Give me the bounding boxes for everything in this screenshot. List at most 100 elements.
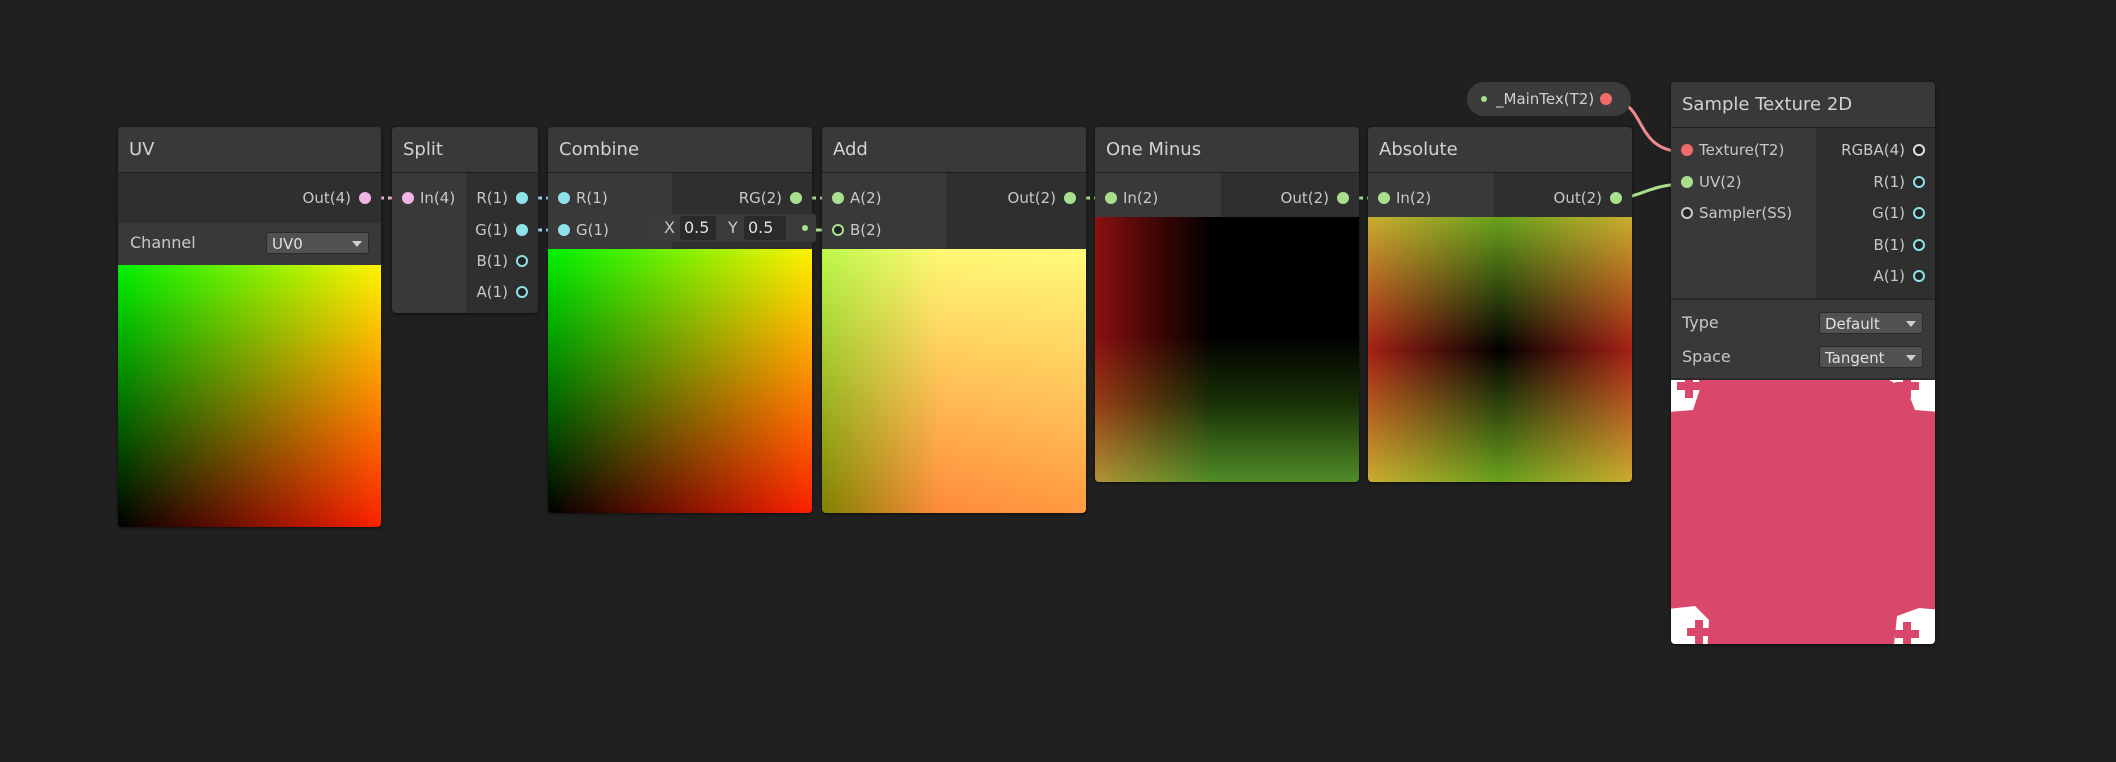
combine-node[interactable]: Combine R(1) G(1) RG(2) bbox=[548, 127, 812, 513]
port-dot-icon bbox=[359, 192, 371, 204]
one-minus-out-port[interactable]: Out(2) bbox=[1239, 186, 1349, 210]
b-output-label: B(1) bbox=[1873, 236, 1905, 254]
type-dropdown[interactable]: Default bbox=[1819, 312, 1923, 334]
add-node[interactable]: Add A(2) B(2) Out(2) bbox=[822, 127, 1086, 513]
absolute-preview bbox=[1368, 217, 1632, 482]
y-axis-label: Y bbox=[728, 218, 738, 237]
one-minus-outputs: Out(2) bbox=[1221, 173, 1359, 217]
split-out-r-label: R(1) bbox=[476, 189, 508, 207]
add-preview bbox=[822, 249, 1086, 513]
port-dot-icon bbox=[558, 192, 570, 204]
sample-texture-node-title: Sample Texture 2D bbox=[1671, 82, 1935, 128]
port-dot-icon bbox=[1105, 192, 1117, 204]
absolute-node[interactable]: Absolute In(2) Out(2) bbox=[1368, 127, 1632, 482]
sample-texture-2d-node[interactable]: Sample Texture 2D Texture(T2) UV(2) Samp… bbox=[1671, 82, 1935, 644]
texture-input-label: Texture(T2) bbox=[1699, 141, 1785, 159]
uv-input-port[interactable]: UV(2) bbox=[1681, 170, 1811, 194]
g-output-port[interactable]: G(1) bbox=[1825, 201, 1925, 225]
caret-down-icon bbox=[1906, 355, 1916, 361]
combine-in-r-port[interactable]: R(1) bbox=[558, 186, 658, 210]
port-dot-icon bbox=[790, 192, 802, 204]
port-dot-icon bbox=[1913, 270, 1925, 282]
port-dot-icon bbox=[516, 286, 528, 298]
split-out-r-port[interactable]: R(1) bbox=[468, 186, 528, 210]
rgba-output-port[interactable]: RGBA(4) bbox=[1825, 138, 1925, 162]
maintex-property-node[interactable]: _MainTex(T2) bbox=[1467, 82, 1631, 116]
uv-out-port[interactable]: Out(4) bbox=[251, 186, 371, 210]
split-out-g-port[interactable]: G(1) bbox=[468, 218, 528, 242]
r-output-port[interactable]: R(1) bbox=[1825, 170, 1925, 194]
split-in-port[interactable]: In(4) bbox=[402, 186, 464, 210]
split-out-a-port[interactable]: A(1) bbox=[468, 280, 528, 304]
port-dot-icon bbox=[1913, 144, 1925, 156]
port-dot-icon bbox=[402, 192, 414, 204]
add-node-title: Add bbox=[822, 127, 1086, 173]
port-dot-icon bbox=[516, 192, 528, 204]
texture-input-port[interactable]: Texture(T2) bbox=[1681, 138, 1811, 162]
port-dot-icon bbox=[516, 255, 528, 267]
uv-node[interactable]: UV Out(4) Channel UV0 bbox=[118, 127, 381, 527]
port-dot-icon bbox=[1681, 176, 1693, 188]
channel-label: Channel bbox=[130, 233, 196, 252]
split-out-g-label: G(1) bbox=[475, 221, 508, 239]
b-output-port[interactable]: B(1) bbox=[1825, 233, 1925, 257]
y-value-field[interactable]: 0.5 bbox=[744, 216, 786, 240]
uv-out-label: Out(4) bbox=[302, 189, 351, 207]
combine-in-g-port[interactable]: G(1) bbox=[558, 218, 658, 242]
absolute-outputs: Out(2) bbox=[1494, 173, 1632, 217]
port-dot-icon bbox=[1337, 192, 1349, 204]
sampler-input-port[interactable]: Sampler(SS) bbox=[1681, 201, 1811, 225]
space-dropdown[interactable]: Tangent bbox=[1819, 346, 1923, 368]
split-outputs: R(1) G(1) B(1) A(1) bbox=[466, 173, 538, 313]
split-out-b-label: B(1) bbox=[476, 252, 508, 270]
sampler-input-label: Sampler(SS) bbox=[1699, 204, 1793, 222]
caret-down-icon bbox=[1906, 321, 1916, 327]
space-label: Space bbox=[1682, 347, 1731, 366]
combine-preview bbox=[548, 249, 812, 513]
texture-pattern bbox=[1671, 380, 1935, 644]
uv-outputs: Out(4) bbox=[118, 173, 381, 223]
port-dot-icon bbox=[1681, 207, 1693, 219]
port-dot-icon bbox=[832, 192, 844, 204]
a-output-port[interactable]: A(1) bbox=[1825, 264, 1925, 288]
split-out-b-port[interactable]: B(1) bbox=[468, 249, 528, 273]
split-inputs: In(4) bbox=[392, 173, 466, 313]
absolute-in-port[interactable]: In(2) bbox=[1378, 186, 1478, 210]
add-in-a-port[interactable]: A(2) bbox=[832, 186, 932, 210]
add-in-a-label: A(2) bbox=[850, 189, 882, 207]
sample-texture-outputs: RGBA(4) R(1) G(1) B(1) A(1) bbox=[1816, 128, 1935, 298]
one-minus-in-port[interactable]: In(2) bbox=[1105, 186, 1205, 210]
port-dot-icon[interactable] bbox=[1600, 93, 1612, 105]
add-inputs: A(2) B(2) bbox=[822, 173, 946, 249]
port-dot-icon bbox=[1481, 96, 1487, 102]
combine-node-title: Combine bbox=[548, 127, 812, 173]
combine-out-port[interactable]: RG(2) bbox=[692, 186, 802, 210]
x-value-field[interactable]: 0.5 bbox=[680, 216, 716, 240]
type-value: Default bbox=[1825, 315, 1880, 333]
split-out-a-label: A(1) bbox=[476, 283, 508, 301]
port-dot-icon bbox=[1913, 239, 1925, 251]
add-out-label: Out(2) bbox=[1007, 189, 1056, 207]
uv-settings: Channel UV0 bbox=[118, 223, 381, 265]
combine-inputs: R(1) G(1) bbox=[548, 173, 672, 249]
add-out-port[interactable]: Out(2) bbox=[966, 186, 1076, 210]
caret-down-icon bbox=[352, 241, 362, 247]
split-node-title: Split bbox=[392, 127, 538, 173]
absolute-inputs: In(2) bbox=[1368, 173, 1494, 217]
absolute-out-port[interactable]: Out(2) bbox=[1512, 186, 1622, 210]
texture-preview bbox=[1671, 380, 1935, 644]
port-dot-icon bbox=[832, 224, 844, 236]
plus-sticker-icon bbox=[1889, 380, 1935, 412]
port-dot-icon bbox=[802, 225, 808, 231]
split-node[interactable]: Split In(4) R(1) G(1) B(1) A(1) bbox=[392, 127, 538, 313]
uv-input-label: UV(2) bbox=[1699, 173, 1742, 191]
sample-texture-inputs: Texture(T2) UV(2) Sampler(SS) bbox=[1671, 128, 1816, 298]
add-in-b-port[interactable]: B(2) bbox=[832, 218, 932, 242]
one-minus-out-label: Out(2) bbox=[1280, 189, 1329, 207]
absolute-out-label: Out(2) bbox=[1553, 189, 1602, 207]
one-minus-node[interactable]: One Minus In(2) Out(2) bbox=[1095, 127, 1359, 482]
rgba-output-label: RGBA(4) bbox=[1841, 141, 1905, 159]
channel-dropdown[interactable]: UV0 bbox=[266, 232, 369, 254]
add-b-default-vector: X 0.5 Y 0.5 bbox=[650, 214, 816, 242]
